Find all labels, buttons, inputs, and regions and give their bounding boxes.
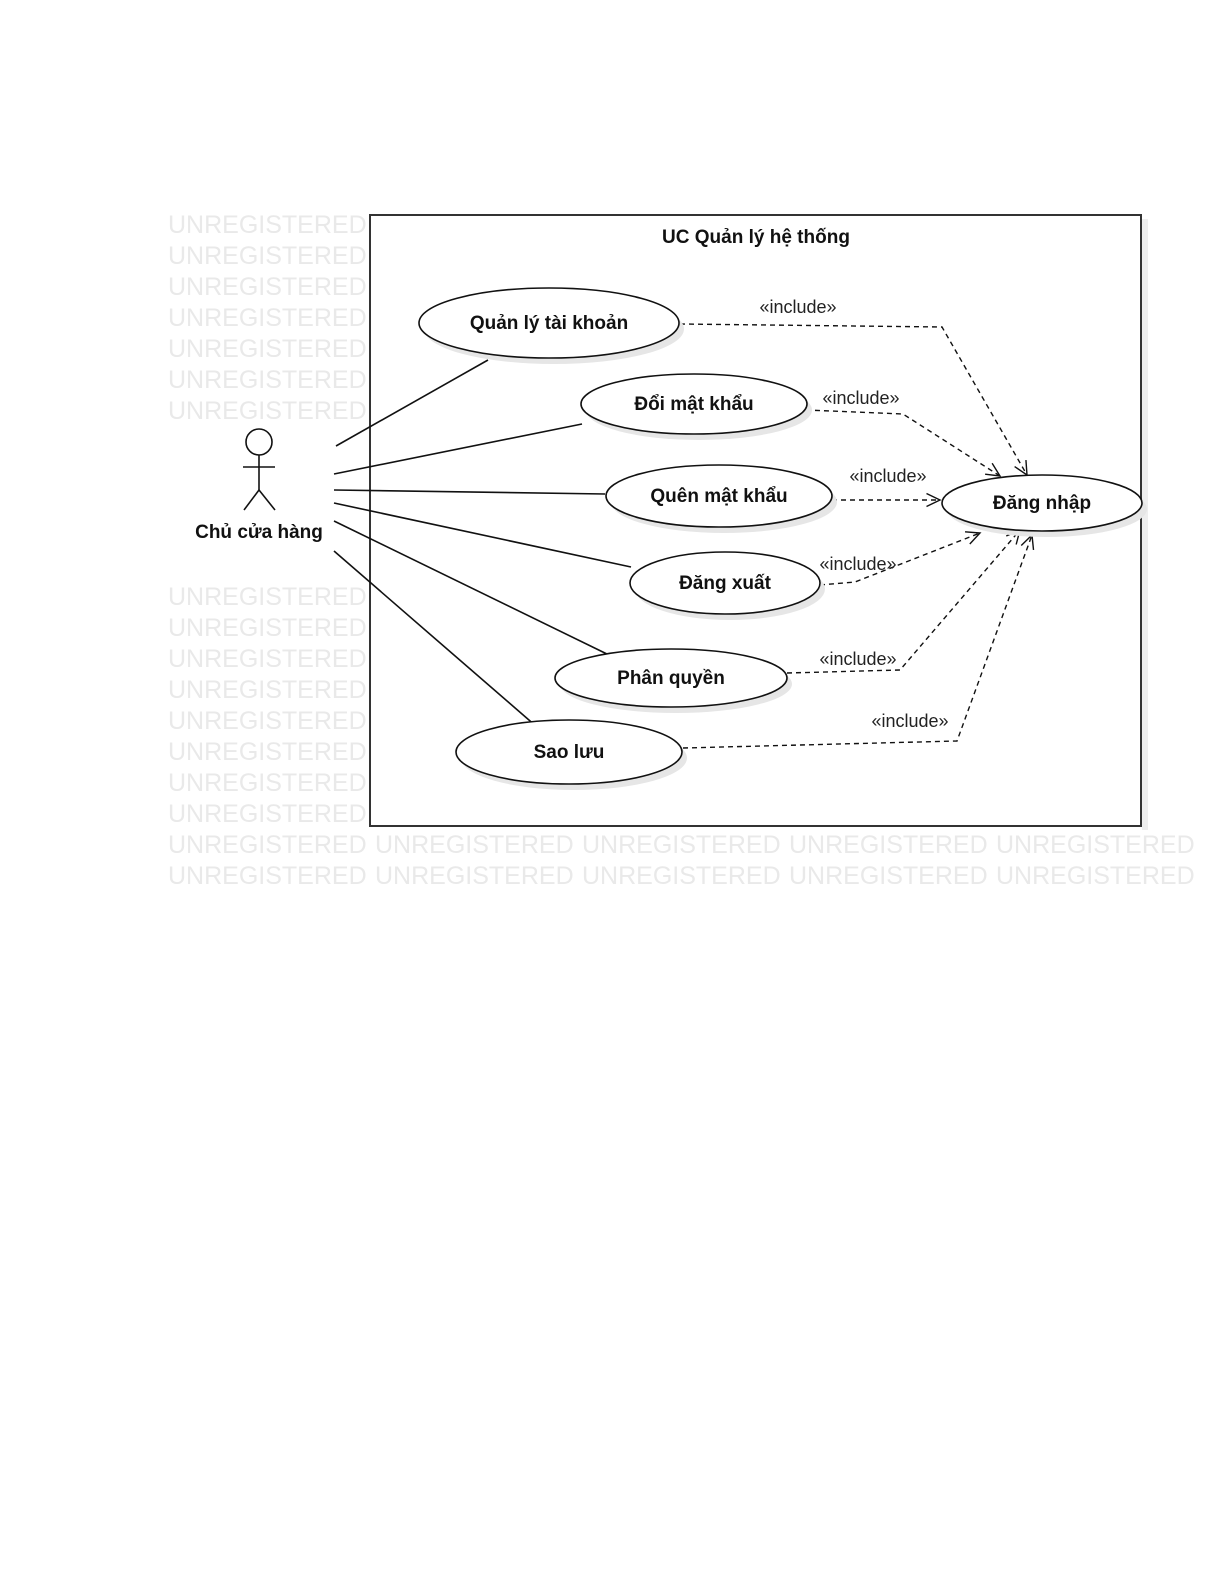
use-case-ellipse — [941, 474, 1143, 532]
watermark-layer: UNREGISTERED UNREGISTERED UNREGISTERED UNRE… — [168, 211, 1195, 890]
association-line-qmk[interactable] — [333, 489, 606, 495]
include-dashed-line — [805, 409, 1001, 477]
use-case-dn[interactable]: Đăng nhập — [941, 474, 1147, 537]
use-case-label: Quên mật khẩu — [650, 486, 787, 507]
association-line-qltk[interactable] — [335, 359, 489, 447]
watermark-text: UNREGISTERED — [168, 738, 367, 766]
watermark-text: UNREGISTERED — [375, 862, 574, 890]
watermark-text: UNREGISTERED — [789, 831, 988, 859]
use-case-pq[interactable]: Phân quyền — [554, 648, 792, 713]
use-case-sl[interactable]: Sao lưu — [455, 719, 687, 790]
watermark-text: UNREGISTERED — [168, 366, 367, 394]
watermark-text: UNREGISTERED — [168, 397, 367, 425]
watermark-text: UNREGISTERED — [168, 831, 367, 859]
use-case-dx[interactable]: Đăng xuất — [629, 551, 825, 620]
include-label: «include» — [819, 649, 896, 669]
association-line-pq[interactable] — [333, 520, 610, 656]
watermark-text: UNREGISTERED — [375, 831, 574, 859]
include-dashed-line — [819, 532, 981, 586]
open-arrowhead-icon — [964, 531, 982, 545]
use-case-label: Quản lý tài khoản — [470, 313, 628, 334]
use-case-ellipse — [605, 464, 833, 528]
system-boundary-shadow — [1142, 219, 1148, 830]
watermark-text: UNREGISTERED — [168, 645, 367, 673]
use-case-ellipse — [418, 287, 680, 359]
include-label: «include» — [759, 297, 836, 317]
watermark-text: UNREGISTERED — [168, 242, 367, 270]
watermark-text: UNREGISTERED — [168, 769, 367, 797]
watermark-text: UNREGISTERED — [168, 335, 367, 363]
use-case-label: Đăng nhập — [993, 493, 1091, 514]
include-relations: «include» «include» «include» «include» «inc… — [679, 297, 1035, 749]
actor-label: Chủ cửa hàng — [195, 522, 323, 543]
watermark-text: UNREGISTERED — [582, 831, 781, 859]
watermark-text: UNREGISTERED — [168, 862, 367, 890]
use-case-ellipse — [554, 648, 788, 708]
use-case-ellipse — [455, 719, 683, 785]
watermark-text: UNREGISTERED — [996, 831, 1195, 859]
watermark-text: UNREGISTERED — [789, 862, 988, 890]
use-case-dmk[interactable]: Đổi mật khẩu — [580, 373, 812, 440]
association-line-sl[interactable] — [333, 550, 538, 728]
use-case-ellipse — [629, 551, 821, 615]
open-arrowhead-icon — [985, 462, 1002, 477]
watermark-text: UNREGISTERED — [996, 862, 1195, 890]
include-relation-dx[interactable]: «include» — [819, 531, 982, 586]
watermark-text: UNREGISTERED — [168, 707, 367, 735]
actor-head-icon — [245, 428, 273, 456]
include-dashed-line — [682, 534, 1033, 749]
watermark-text: UNREGISTERED — [168, 676, 367, 704]
include-dashed-line — [679, 323, 1028, 476]
include-relation-dmk[interactable]: «include» — [805, 388, 1002, 477]
watermark-text: UNREGISTERED — [168, 304, 367, 332]
watermark-text: UNREGISTERED — [168, 614, 367, 642]
include-relation-qmk[interactable]: «include» — [832, 466, 942, 508]
include-dashed-line — [786, 529, 1021, 674]
association-line-dmk[interactable] — [333, 423, 583, 475]
use-case-label: Phân quyền — [617, 668, 725, 689]
actor-leg-left — [243, 489, 260, 511]
open-arrowhead-icon — [926, 492, 942, 508]
use-case-label: Đổi mật khẩu — [634, 394, 753, 415]
use-case-label: Sao lưu — [534, 742, 605, 763]
associations — [333, 359, 632, 728]
include-label: «include» — [822, 388, 899, 408]
watermark-text: UNREGISTERED — [168, 583, 367, 611]
actor-chu-cua-hang[interactable] — [243, 428, 276, 511]
use-case-label: Đăng xuất — [679, 573, 772, 594]
watermark-text: UNREGISTERED — [168, 800, 367, 828]
use-case-qmk[interactable]: Quên mật khẩu — [605, 464, 837, 533]
use-case-ellipse — [580, 373, 808, 435]
include-label: «include» — [819, 554, 896, 574]
include-label: «include» — [849, 466, 926, 486]
watermark-text: UNREGISTERED — [168, 273, 367, 301]
include-label: «include» — [871, 711, 948, 731]
system-title: UC Quản lý hệ thống — [662, 227, 850, 248]
watermark-text: UNREGISTERED — [582, 862, 781, 890]
actor-leg-right — [258, 489, 276, 511]
association-line-dx[interactable] — [333, 502, 632, 568]
use-case-qltk[interactable]: Quản lý tài khoản — [418, 287, 684, 364]
watermark-text: UNREGISTERED — [168, 211, 367, 239]
